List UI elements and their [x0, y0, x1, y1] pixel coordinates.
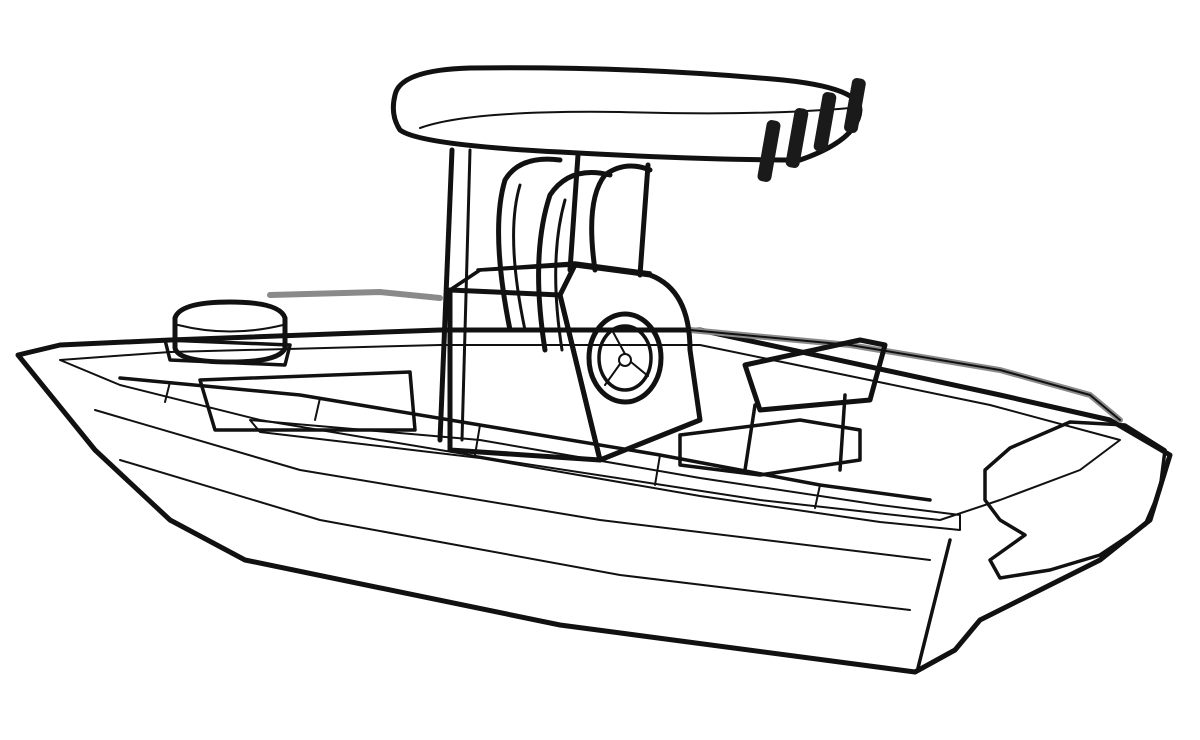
rod-holder [757, 120, 781, 182]
bow-cover [983, 420, 1167, 580]
rail-stanchions [164, 381, 821, 509]
deck [59, 344, 1121, 521]
rod-holder [844, 77, 866, 133]
hull-chine-line [94, 409, 931, 561]
gunwale-rail [118, 376, 932, 502]
t-top-frame [437, 147, 653, 443]
rod-holders [757, 77, 866, 182]
rod-holder [785, 108, 809, 168]
outboard-motor [163, 299, 292, 367]
center-console [447, 261, 703, 463]
stern-rail [267, 288, 443, 301]
hull-keel-line [916, 538, 952, 670]
steering-wheel-icon [586, 311, 664, 405]
hull-strake-line [119, 459, 911, 611]
bow-rail-outline [689, 329, 1121, 421]
gunwale-highlight [249, 419, 961, 531]
helm-seat [678, 337, 888, 477]
rod-holder [813, 92, 837, 152]
hull [15, 327, 1173, 675]
rear-seat-box [198, 370, 417, 432]
